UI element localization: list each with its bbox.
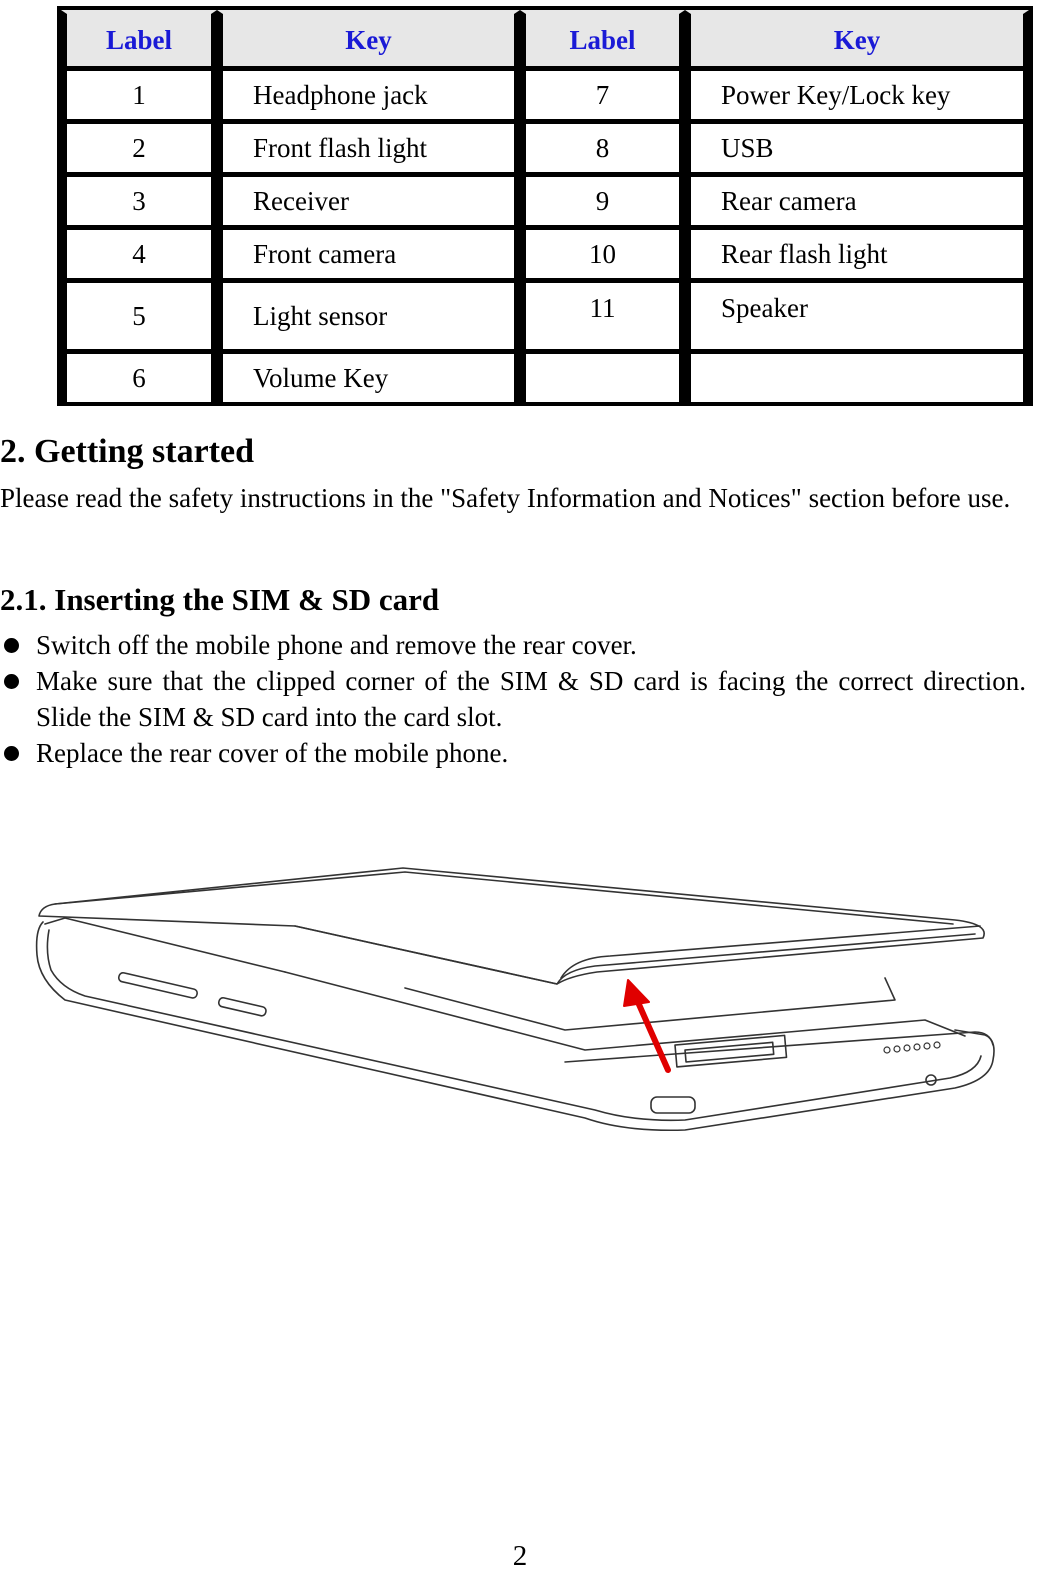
label-cell: 9 <box>520 177 685 230</box>
usb-port <box>650 1096 696 1114</box>
key-cell: Rear camera <box>685 177 1029 230</box>
label-cell: 8 <box>520 124 685 177</box>
key-cell: Light sensor <box>217 283 520 354</box>
phone-body-inner <box>46 929 982 1122</box>
phone-frame-top <box>44 917 286 973</box>
key-cell: USB <box>685 124 1029 177</box>
volume-key <box>117 971 198 999</box>
power-key <box>217 996 267 1017</box>
bullet-icon <box>4 638 19 653</box>
instruction-list: Switch off the mobile phone and remove t… <box>0 627 1026 771</box>
key-cell: Volume Key <box>217 354 520 402</box>
table-header-row: Label Key Label Key <box>61 10 1029 71</box>
header-key-2: Key <box>685 10 1029 71</box>
list-item-text: Make sure that the clipped corner of the… <box>36 666 1026 732</box>
label-cell: 5 <box>61 283 217 354</box>
section-heading: 2. Getting started <box>0 433 255 470</box>
bullet-icon <box>4 674 19 689</box>
list-item-text: Switch off the mobile phone and remove t… <box>36 630 637 660</box>
key-cell: Speaker <box>685 283 1029 354</box>
label-cell: 1 <box>61 71 217 124</box>
insertion-arrow <box>634 997 671 1073</box>
rear-cover-edge <box>54 871 954 925</box>
speaker-holes <box>883 1041 941 1054</box>
card-slot-inner <box>684 1041 775 1063</box>
page-number: 2 <box>512 1540 528 1572</box>
key-cell: Front camera <box>217 230 520 283</box>
table-row: 6 Volume Key <box>61 354 1029 402</box>
card-slot <box>674 1034 788 1068</box>
phone-body <box>35 921 995 1132</box>
table-row: 4 Front camera 10 Rear flash light <box>61 230 1029 283</box>
subsection-heading: 2.1. Inserting the SIM & SD card <box>0 582 440 617</box>
header-label-2: Label <box>520 10 685 71</box>
list-item-text: Replace the rear cover of the mobile pho… <box>36 738 509 768</box>
label-cell: 11 <box>520 283 685 354</box>
phone-rear-cover-illustration <box>35 867 995 1132</box>
list-item: Make sure that the clipped corner of the… <box>0 663 1026 735</box>
rear-cover-lip <box>294 925 976 985</box>
battery-area <box>404 977 896 1031</box>
key-cell: Headphone jack <box>217 71 520 124</box>
phone-frame-bottom <box>564 1031 994 1063</box>
label-cell: 3 <box>61 177 217 230</box>
label-cell: 10 <box>520 230 685 283</box>
key-cell: Receiver <box>217 177 520 230</box>
intro-paragraph: Please read the safety instructions in t… <box>0 483 1011 513</box>
label-cell: 6 <box>61 354 217 402</box>
arrow-head <box>623 979 650 1007</box>
list-item: Switch off the mobile phone and remove t… <box>0 627 1026 663</box>
table-row: 5 Light sensor 11 Speaker <box>61 283 1029 354</box>
bullet-icon <box>4 746 19 761</box>
table-row: 2 Front flash light 8 USB <box>61 124 1029 177</box>
header-label-1: Label <box>61 10 217 71</box>
internal-frame <box>284 971 966 1051</box>
label-cell <box>520 354 685 402</box>
table-row: 1 Headphone jack 7 Power Key/Lock key <box>61 71 1029 124</box>
label-cell: 2 <box>61 124 217 177</box>
rear-cover-shell <box>560 925 981 979</box>
key-cell <box>685 354 1029 402</box>
key-cell: Power Key/Lock key <box>685 71 1029 124</box>
table-row: 3 Receiver 9 Rear camera <box>61 177 1029 230</box>
key-cell: Front flash light <box>217 124 520 177</box>
label-cell: 7 <box>520 71 685 124</box>
screw-hole <box>925 1074 937 1086</box>
header-key-1: Key <box>217 10 520 71</box>
component-key-table: Label Key Label Key 1 Headphone jack 7 P… <box>57 6 1033 406</box>
list-item: Replace the rear cover of the mobile pho… <box>0 735 1026 771</box>
label-cell: 4 <box>61 230 217 283</box>
key-cell: Rear flash light <box>685 230 1029 283</box>
rear-cover <box>38 867 985 985</box>
